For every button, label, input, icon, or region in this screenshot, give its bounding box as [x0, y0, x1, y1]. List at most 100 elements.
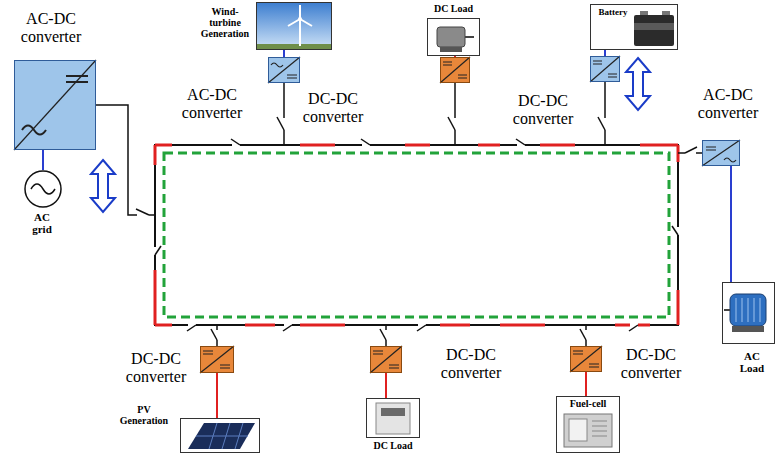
- switch-blade: [283, 325, 292, 331]
- converter-diagonal: [702, 140, 740, 166]
- device-frame: Battery: [590, 4, 678, 50]
- panel-grid: [196, 423, 248, 449]
- converter-symbols: [14, 56, 740, 373]
- component-label: DC-DC converter: [606, 346, 696, 382]
- dc-symbol: [608, 74, 617, 77]
- motor-body: [730, 294, 766, 326]
- ring-switches: [152, 139, 681, 331]
- branch-wires: [96, 82, 702, 346]
- converter-box: AC-DC converter: [14, 60, 96, 150]
- converter-box: AC-DC converter: [702, 140, 740, 166]
- switch-blade: [448, 117, 455, 130]
- component-label: Battery: [593, 7, 633, 17]
- sky: [257, 3, 331, 49]
- wind-turbine-picture: [257, 3, 331, 49]
- ac-motor-picture: [724, 294, 766, 332]
- device-frame: Fuel-cell: [556, 396, 620, 453]
- appliance-panel: [381, 408, 405, 416]
- power-connection: [216, 373, 218, 418]
- component-label: DC Load: [420, 3, 487, 14]
- component-label: DC Load: [362, 440, 424, 451]
- component-label: PV Generation: [114, 404, 174, 426]
- converter-diagonal: [570, 346, 602, 372]
- dc-symbol: [203, 351, 213, 354]
- dc-symbol: [458, 75, 467, 78]
- converter-box: DC-DC converter: [440, 57, 470, 83]
- bidirectional-arrow: [626, 58, 650, 110]
- motor-body: [437, 27, 465, 47]
- component-label: AC-DC converter: [682, 86, 774, 122]
- red-segment: [540, 144, 575, 147]
- ac-symbol: [22, 126, 46, 135]
- converter-diagonal: [370, 346, 402, 373]
- dc-symbol: [573, 351, 583, 354]
- red-segment: [640, 144, 678, 147]
- switch-blade: [136, 209, 149, 215]
- switch-blade: [380, 329, 386, 340]
- switch-blade: [277, 117, 284, 130]
- grid-source: AC grid: [24, 170, 62, 208]
- red-segment: [478, 144, 500, 147]
- switch-blade: [685, 147, 697, 153]
- switch-blade: [417, 325, 426, 331]
- dc-symbol: [589, 364, 599, 367]
- hub: [298, 17, 302, 21]
- component-label: AC-DC converter: [6, 10, 96, 46]
- switch-blade: [598, 117, 605, 130]
- ac-symbol: [271, 63, 283, 67]
- component-label: Fuel-cell: [559, 398, 617, 409]
- shaft: [724, 309, 730, 311]
- battery-body: [634, 15, 674, 46]
- panel: [188, 423, 255, 449]
- converter-fill: [370, 346, 402, 373]
- branch-wire: [283, 83, 285, 145]
- branch-wire: [216, 325, 218, 346]
- device-frame: Wind-turbine Generation: [256, 2, 332, 50]
- ground: [257, 44, 331, 49]
- red-segment: [300, 324, 345, 327]
- dc-ring-bus: [152, 139, 681, 331]
- branch-wire: [604, 82, 606, 145]
- vents: [592, 421, 607, 436]
- switch-blade: [361, 139, 370, 145]
- red-segment: [154, 145, 157, 165]
- switch-blade: [155, 246, 161, 255]
- terminal: [640, 11, 648, 15]
- red-bus-segments: [155, 145, 678, 325]
- branch-wire: [385, 325, 387, 346]
- converter-box: DC-DC converter: [200, 346, 234, 373]
- switch-blade: [211, 329, 217, 340]
- converter-fill: [14, 60, 96, 150]
- device-frame: PV Generation: [180, 418, 260, 453]
- component-label: DC-DC converter: [290, 90, 376, 126]
- converter-fill: [702, 140, 740, 166]
- switch-blade: [580, 329, 586, 340]
- motor-base: [440, 47, 462, 52]
- battery-stripe: [634, 23, 674, 30]
- red-segment: [155, 324, 172, 327]
- sine-wave: [31, 184, 55, 194]
- dc-symbol: [373, 351, 383, 354]
- dc-symbol: [220, 365, 230, 368]
- dc-symbol: [66, 76, 88, 82]
- dc-symbol: [389, 365, 399, 368]
- red-segment: [440, 324, 470, 327]
- power-connection: [42, 150, 44, 170]
- dc-motor-picture: [437, 27, 474, 52]
- red-segment: [155, 144, 172, 147]
- tower: [299, 20, 301, 46]
- red-segment: [500, 324, 545, 327]
- fuel-cell-body: [564, 414, 612, 447]
- switch-blade: [672, 226, 678, 235]
- device-frame: DC Load: [366, 398, 420, 438]
- converter-box: DC-DC converter: [590, 56, 620, 82]
- dc-symbol: [287, 75, 297, 78]
- converter-diagonal: [200, 346, 234, 373]
- green-dashed-loop: [164, 153, 669, 317]
- shaft: [465, 36, 474, 38]
- converter-box: DC-DC converter: [370, 346, 402, 373]
- converter-diagonal: [14, 60, 96, 150]
